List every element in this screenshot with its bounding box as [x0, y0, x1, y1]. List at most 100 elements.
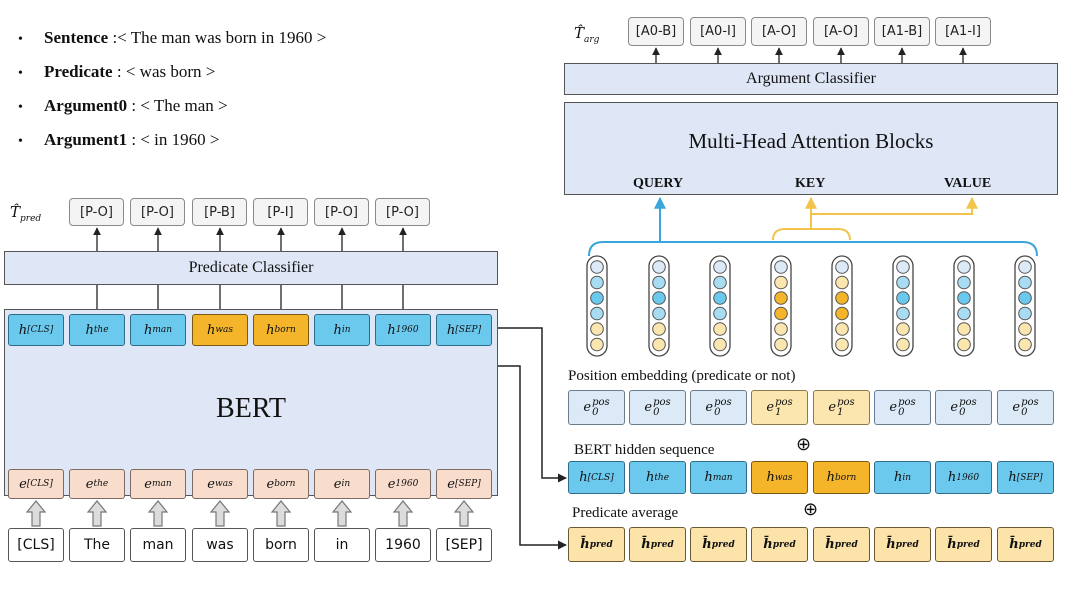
symbol-base: h̄	[825, 537, 835, 552]
symbol-base: h	[206, 322, 216, 338]
symbol-subscript: in	[341, 479, 351, 489]
symbol-subscript: pred	[895, 539, 919, 550]
symbol-base: e	[447, 476, 455, 492]
argument-tag: [A0-I]	[690, 17, 746, 46]
symbol-subscript: was	[774, 472, 793, 483]
symbol-subscript: [SEP]	[1016, 472, 1043, 483]
symbol-subscript: 1960	[395, 479, 419, 489]
symbol-subscript: [CLS]	[26, 479, 53, 489]
predicate-average-vector: h̄pred	[874, 527, 931, 562]
predicate-average-vector: h̄pred	[751, 527, 808, 562]
symbol-base: e	[333, 476, 342, 492]
symbol-subscript: the	[654, 472, 670, 483]
token-vector	[892, 255, 914, 357]
hidden-state-sep: h[SEP]	[436, 314, 492, 346]
embedding-sep: e[SEP]	[436, 469, 492, 499]
symbol-subscript: 1960	[395, 325, 419, 335]
token-vector	[586, 255, 608, 357]
symbol-base: e	[889, 400, 898, 415]
symbol-subscript: 1	[775, 406, 782, 418]
symbol-base: e	[583, 400, 592, 415]
symbol-subscript: pred	[711, 539, 735, 550]
symbol-subscript: the	[93, 325, 109, 335]
symbol-base: h̄	[886, 537, 896, 552]
symbol-base: h	[85, 322, 94, 338]
input-word: [SEP]	[436, 528, 492, 562]
position-embedding-caption: Position embedding (predicate or not)	[568, 368, 796, 384]
input-word: born	[253, 528, 309, 562]
symbol-superscript: pos	[1021, 396, 1039, 408]
symbol-subscript: in	[902, 472, 912, 483]
token-vector	[953, 255, 975, 357]
oplus-symbol-1: ⊕	[796, 434, 812, 455]
symbol-base: e	[705, 400, 714, 415]
symbol-subscript: pred	[589, 539, 613, 550]
symbol-base: e	[950, 400, 959, 415]
symbol-subscript: 0	[592, 406, 599, 418]
symbol-base: e	[144, 476, 152, 492]
symbol-base: e	[387, 476, 396, 492]
predicate-average-vector: h̄pred	[813, 527, 870, 562]
symbol-subscript: pred	[650, 539, 674, 550]
token-vector	[1014, 255, 1036, 357]
symbol-subscript: 0	[714, 406, 721, 418]
symbol-subscript: 0	[653, 406, 660, 418]
symbol-base: e	[766, 400, 775, 415]
symbol-superscript: pos	[653, 396, 671, 408]
predicate-average-vector: h̄pred	[629, 527, 686, 562]
predicate-tag: [P-O]	[375, 198, 430, 226]
bullet-predicate: •Predicate : < was born >	[18, 62, 216, 81]
symbol-subscript: 1	[837, 406, 844, 418]
t-pred-label: T̂pred	[10, 203, 42, 224]
symbol-base: h	[645, 470, 655, 485]
symbol-subscript: [CLS]	[587, 472, 614, 483]
symbol-subscript: born	[835, 472, 857, 483]
symbol-superscript: pos	[714, 396, 732, 408]
predicate-average-vector: h̄pred	[690, 527, 747, 562]
symbol-base: h	[446, 322, 456, 338]
argument-classifier: Argument Classifier	[564, 63, 1058, 95]
symbol-subscript: 0	[1021, 406, 1028, 418]
symbol-base: e	[266, 476, 275, 492]
symbol-base: h	[387, 322, 396, 338]
token-vector	[648, 255, 670, 357]
symbol-superscript: pos	[837, 396, 855, 408]
symbol-subscript: [CLS]	[27, 325, 54, 335]
symbol-base: e	[644, 400, 653, 415]
token-vector	[770, 255, 792, 357]
token-vector	[831, 255, 853, 357]
bert-hidden-state: h[SEP]	[997, 461, 1054, 494]
symbol-subscript: pred	[772, 539, 796, 550]
symbol-base: h	[18, 322, 28, 338]
value-label: VALUE	[944, 176, 992, 191]
predicate-tag: [P-O]	[314, 198, 369, 226]
t-arg-label: T̂arg	[574, 24, 600, 45]
argument-tag: [A-O]	[751, 17, 807, 46]
symbol-subscript: man	[152, 479, 172, 489]
symbol-subscript: the	[93, 479, 109, 489]
symbol-subscript: 0	[898, 406, 905, 418]
symbol-base: h	[1008, 470, 1017, 485]
symbol-base: h̄	[763, 537, 773, 552]
symbol-base: h	[333, 322, 342, 338]
key-label: KEY	[795, 176, 826, 191]
symbol-subscript: [SEP]	[454, 479, 481, 489]
input-word: The	[69, 528, 125, 562]
argument-tag: [A0-B]	[628, 17, 684, 46]
input-word: man	[130, 528, 186, 562]
